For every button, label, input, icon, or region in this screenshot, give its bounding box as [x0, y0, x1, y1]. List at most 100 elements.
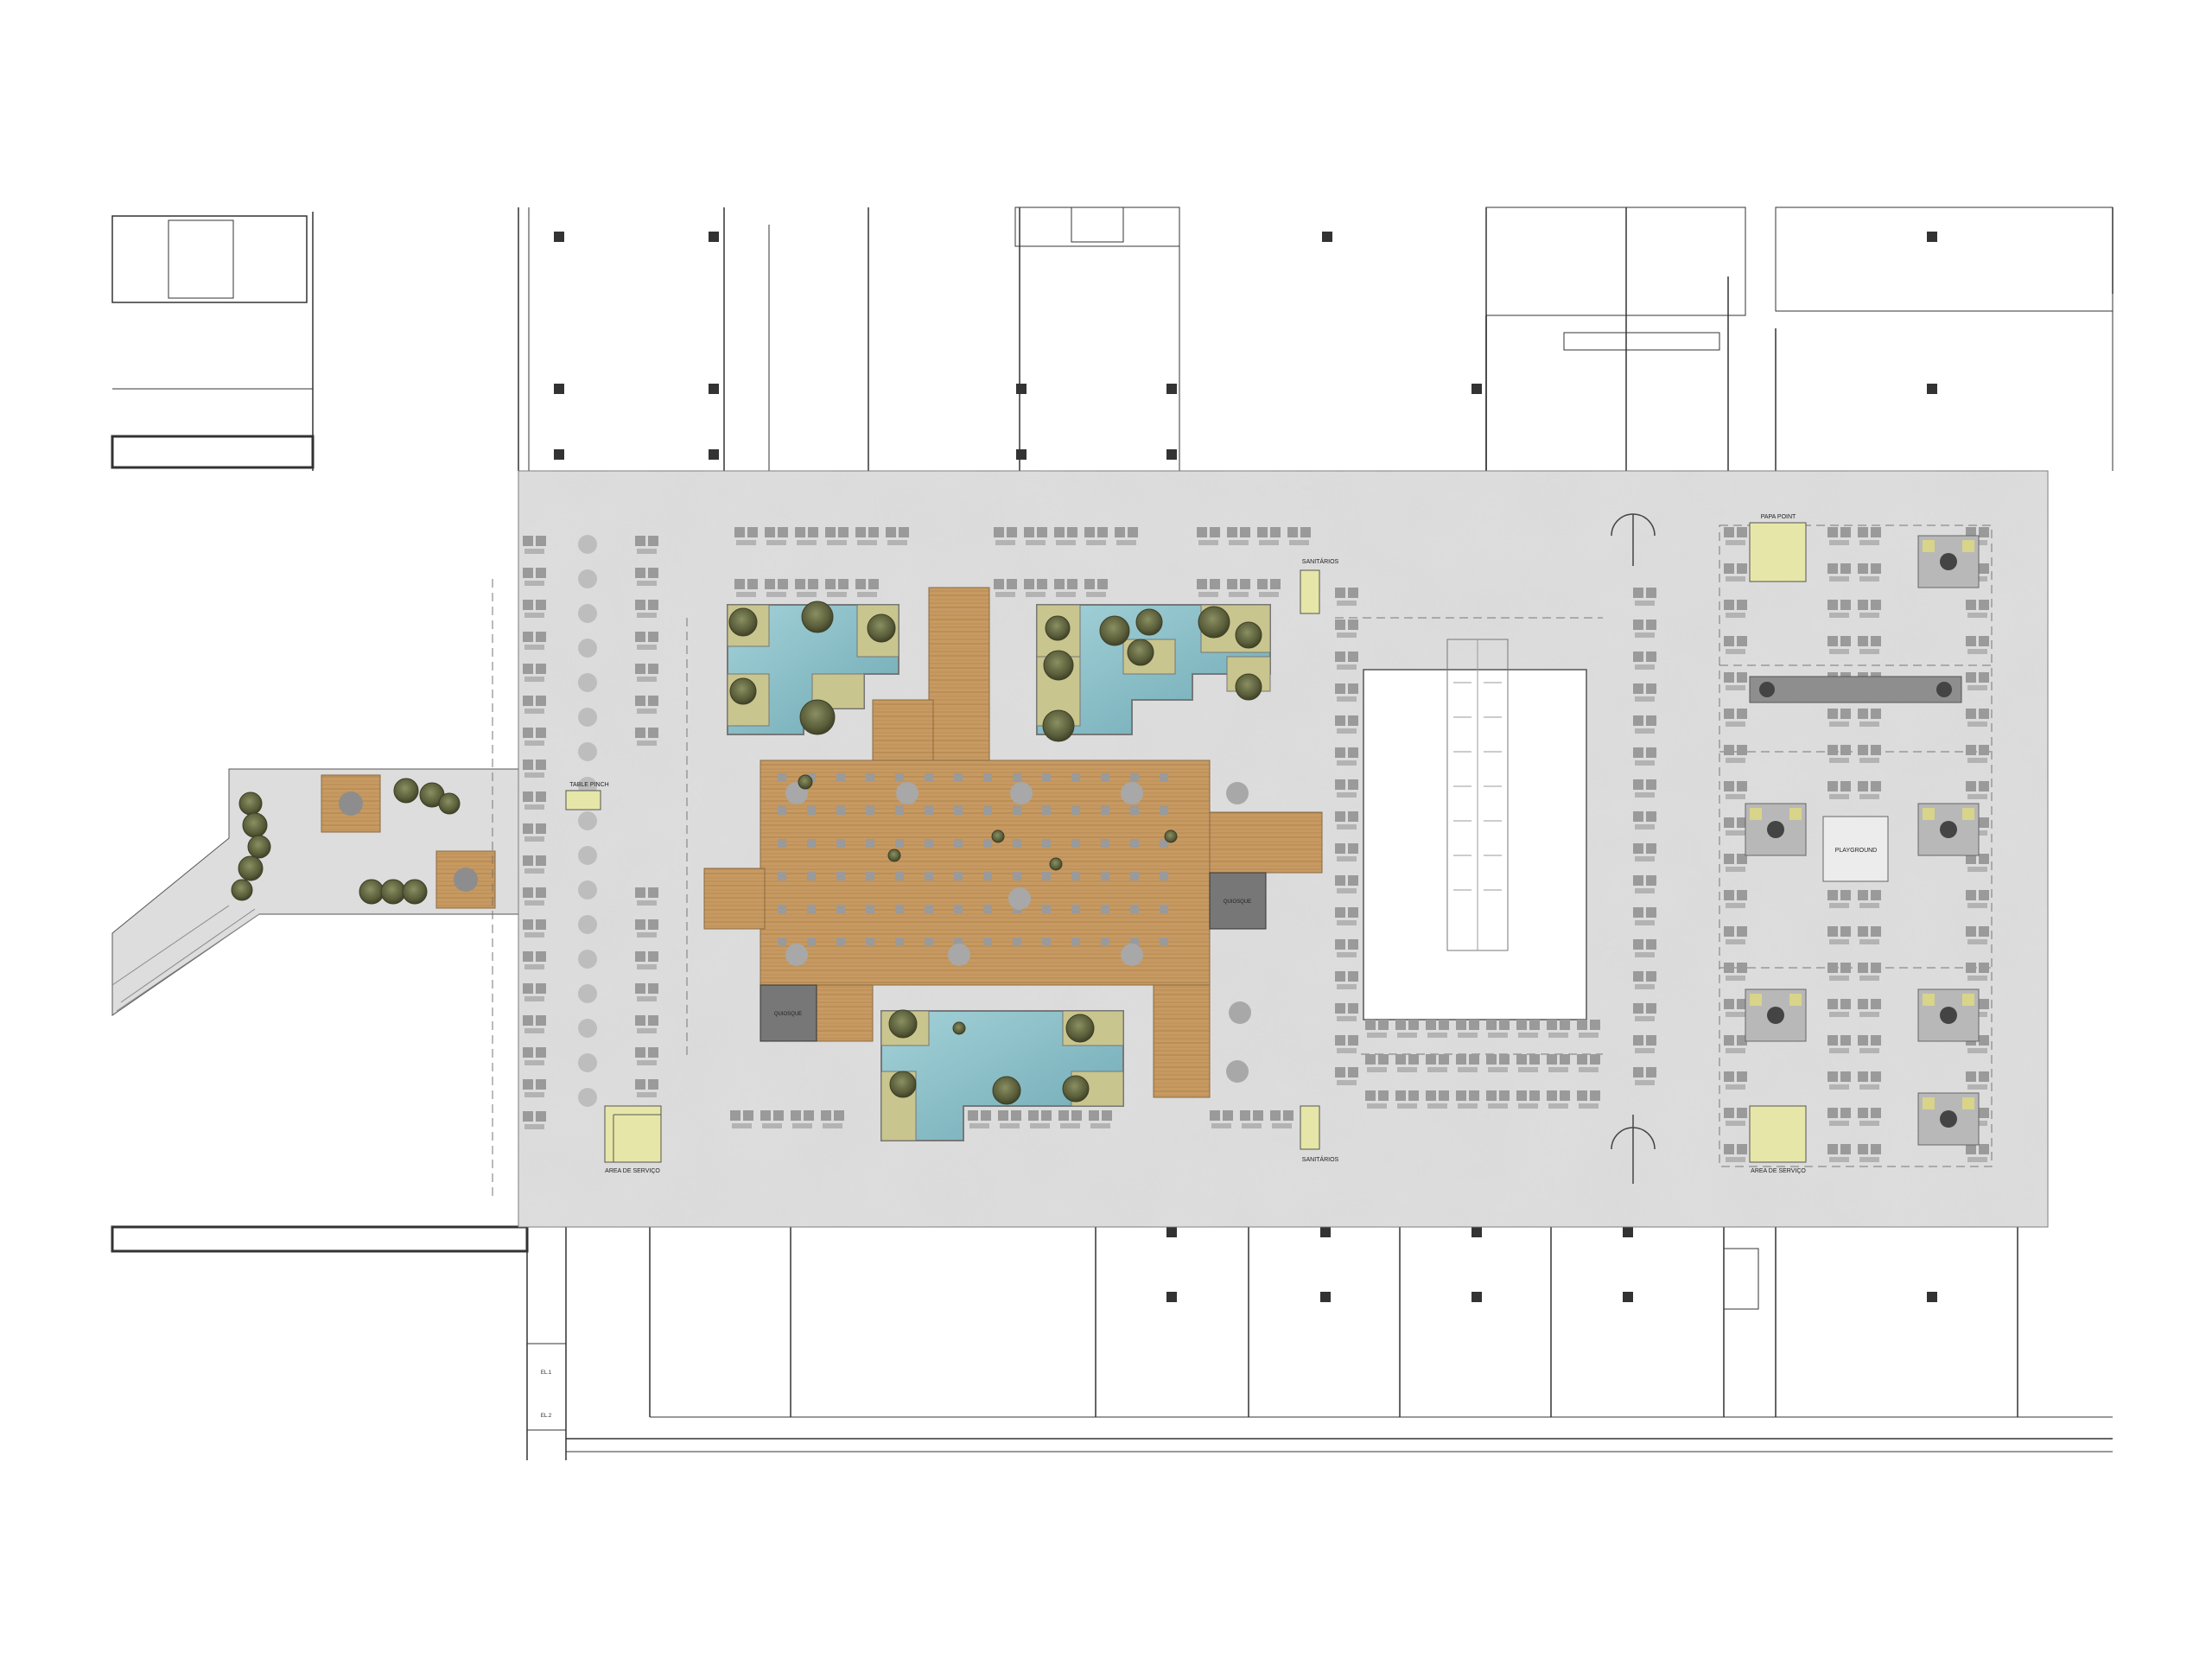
table-icon: [954, 773, 963, 782]
table-icon: [866, 872, 874, 880]
restroom-label-top: SANITÁRIOS: [1302, 557, 1339, 565]
table-icon: [1827, 709, 1851, 727]
table-icon: [1633, 1003, 1656, 1021]
table-icon: [1724, 926, 1747, 944]
table-icon: [866, 806, 874, 815]
table-icon: [578, 1053, 597, 1072]
table-icon: [1966, 890, 1989, 908]
table-icon: [1486, 1090, 1510, 1109]
table-icon: [1966, 1071, 1989, 1090]
table-icon: [578, 950, 597, 969]
table-icon: [1633, 1067, 1656, 1085]
table-icon: [1724, 636, 1747, 654]
service-counter: [565, 522, 1807, 1163]
table-icon: [954, 938, 963, 946]
table-icon: [983, 938, 992, 946]
table-icon: [523, 568, 546, 586]
table-icon: [635, 568, 658, 586]
table-icon: [1966, 745, 1989, 763]
table-icon: [1287, 527, 1311, 545]
elevator-1-label: EL.1: [541, 1370, 552, 1376]
tree-icon: [1043, 650, 1074, 681]
table-icon: [925, 806, 933, 815]
table-icon: [578, 984, 597, 1003]
table-icon: [1456, 1090, 1479, 1109]
table-icon: [635, 983, 658, 1001]
escalator-icon: [1453, 639, 1502, 950]
table-icon: [635, 951, 658, 969]
table-icon: [1210, 1110, 1233, 1128]
table-icon: [1858, 527, 1881, 545]
table-icon: [836, 773, 845, 782]
tree-icon: [1062, 1075, 1090, 1103]
table-icon: [1335, 1067, 1358, 1085]
table-icon: [1858, 1108, 1881, 1126]
table-icon: [1858, 999, 1881, 1017]
table-icon: [635, 536, 658, 554]
table-icon: [1724, 527, 1747, 545]
table-icon: [1089, 1110, 1112, 1128]
table-icon: [1577, 1090, 1600, 1109]
table-icon: [1130, 905, 1139, 913]
table-icon: [635, 919, 658, 938]
table-icon: [1516, 1054, 1540, 1072]
table-icon: [1229, 1001, 1251, 1024]
table-icon: [1054, 579, 1077, 597]
table-icon: [1160, 839, 1168, 848]
table-icon: [1042, 806, 1051, 815]
table-icon: [1013, 806, 1021, 815]
tree-icon: [1198, 606, 1230, 639]
table-icon: [1516, 1090, 1540, 1109]
table-icon: [1042, 872, 1051, 880]
table-icon: [1516, 1020, 1540, 1038]
table-icon: [1858, 1071, 1881, 1090]
table-icon: [954, 905, 963, 913]
table-icon: [954, 839, 963, 848]
table-icon: [1395, 1020, 1419, 1038]
table-icon: [1071, 938, 1080, 946]
table-icon: [1827, 527, 1851, 545]
table-icon: [1966, 963, 1989, 981]
table-icon: [1858, 636, 1881, 654]
table-icon: [1130, 839, 1139, 848]
tree-icon: [1065, 1014, 1095, 1043]
table-icon: [523, 600, 546, 618]
booth-table: [1745, 803, 1807, 856]
table-icon: [1456, 1054, 1479, 1072]
table-icon: [866, 773, 874, 782]
table-icon: [1547, 1020, 1570, 1038]
table-icon: [1966, 781, 1989, 799]
table-icon: [925, 905, 933, 913]
table-icon: [578, 673, 597, 692]
table-icon: [807, 806, 816, 815]
table-icon: [925, 938, 933, 946]
table-icon: [1724, 890, 1747, 908]
table-icon: [778, 773, 786, 782]
table-icon: [1160, 905, 1168, 913]
table-icon: [1858, 563, 1881, 582]
table-icon: [1335, 620, 1358, 638]
table-icon: [1010, 782, 1033, 804]
table-icon: [825, 527, 849, 545]
table-icon: [1101, 938, 1109, 946]
table-icon: [1270, 1110, 1294, 1128]
table-icon: [866, 938, 874, 946]
table-icon: [1197, 579, 1220, 597]
tree-icon: [402, 879, 428, 905]
table-icon: [523, 760, 546, 778]
table-icon: [1724, 999, 1747, 1017]
table-icon: [1858, 890, 1881, 908]
table-icon: [523, 632, 546, 650]
door-swing-icon: [1611, 513, 1656, 1184]
tree-icon: [359, 879, 385, 905]
table-icon: [825, 579, 849, 597]
table-icon: [523, 1111, 546, 1129]
table-icon: [1633, 683, 1656, 702]
table-icon: [1966, 854, 1989, 872]
table-icon: [523, 791, 546, 810]
tree-icon: [242, 812, 268, 838]
table-icon: [1858, 709, 1881, 727]
playground-area: [1749, 676, 1962, 882]
table-icon: [836, 905, 845, 913]
table-icon: [1101, 872, 1109, 880]
